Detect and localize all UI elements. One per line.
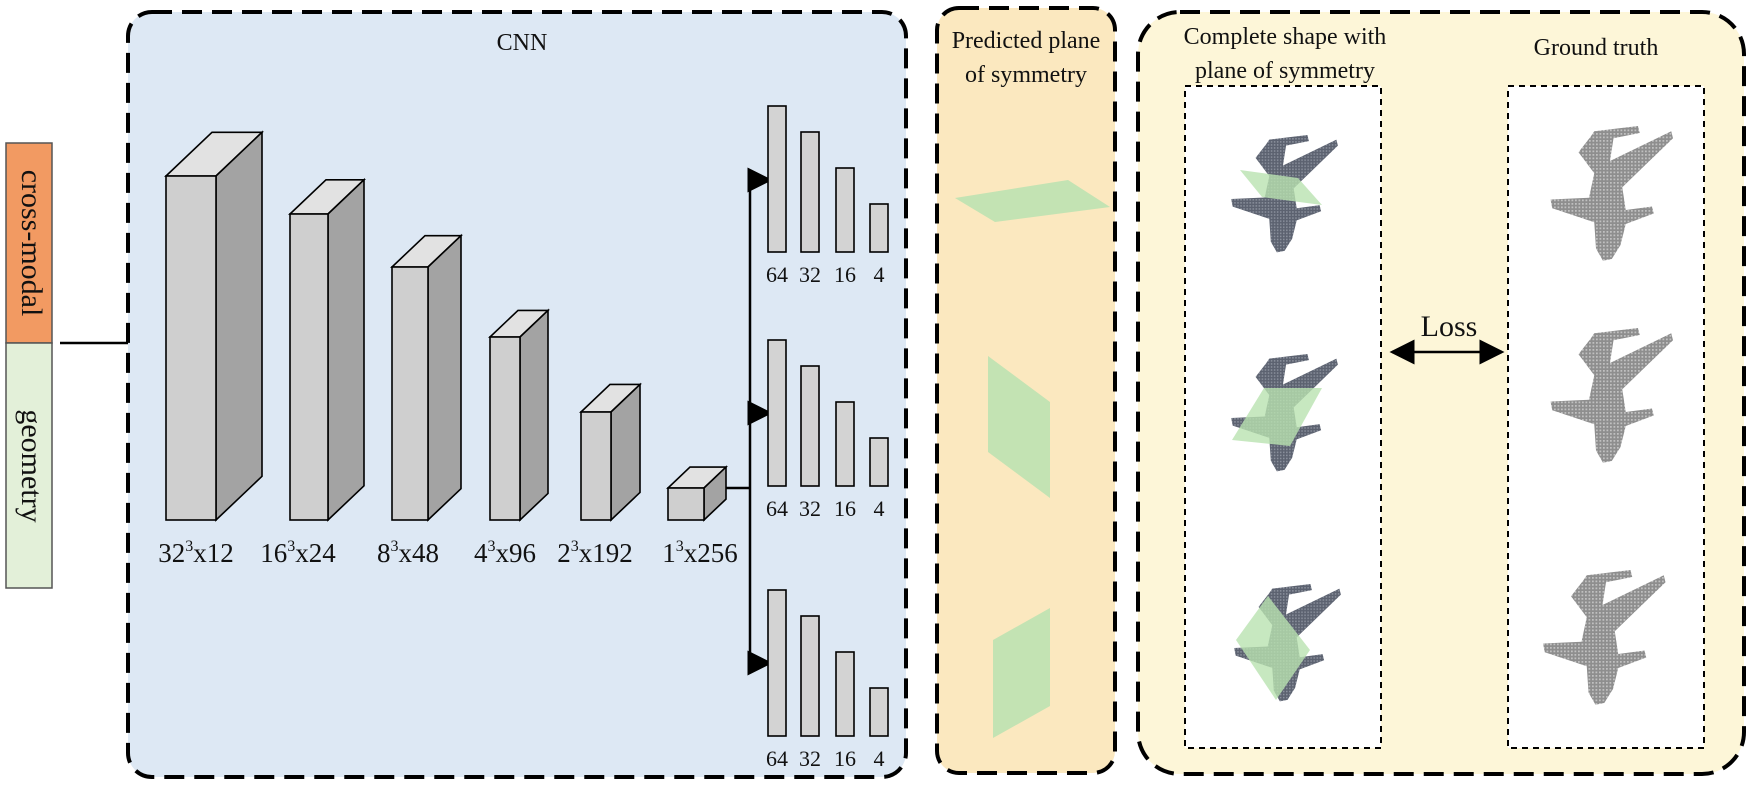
fc-bar	[800, 365, 820, 487]
fc-bar-label: 4	[874, 262, 885, 287]
cnn-title: CNN	[497, 30, 548, 56]
fc-bar-label: 32	[799, 262, 821, 287]
complete-title-line1: Complete shape with	[1184, 24, 1387, 50]
symmetry-plane-2	[1232, 388, 1322, 446]
cnn-layer-labels: 323x12 163x24 83x48 43x96 23x192 13x256	[158, 538, 738, 568]
fc-bar	[767, 105, 787, 253]
symmetry-plane-3	[1236, 596, 1310, 700]
cnn-layer-label-6: 13x256	[662, 538, 738, 568]
cnn-layer-block-2	[287, 177, 367, 522]
fc-bar-label: 16	[834, 262, 856, 287]
fc-bar	[800, 131, 820, 253]
cnn-layer-label-1: 323x12	[158, 538, 234, 568]
fc-bar-label: 16	[834, 496, 856, 521]
complete-shape-1	[1231, 135, 1338, 253]
fc-branch-1: 64 32 16 4	[766, 105, 889, 287]
fc-bar-label: 64	[766, 262, 788, 287]
cnn-layer-block-6	[665, 465, 729, 522]
fc-bar-label: 64	[766, 746, 788, 771]
fc-bar	[767, 589, 787, 737]
fc-bar	[835, 167, 855, 253]
fc-bar	[835, 401, 855, 487]
geometry-box	[5, 342, 53, 589]
predicted-title-line1: Predicted plane	[952, 28, 1101, 54]
cnn-layer-block-3	[389, 233, 464, 522]
fc-bar-label: 4	[874, 746, 885, 771]
predicted-plane-2	[988, 356, 1050, 498]
ground-truth-title: Ground truth	[1534, 35, 1659, 61]
symmetry-plane-1	[1240, 170, 1322, 205]
fc-bar-label: 32	[799, 746, 821, 771]
fc-bar-label: 64	[766, 496, 788, 521]
fc-bar-label: 16	[834, 746, 856, 771]
fc-bar	[869, 437, 889, 487]
fc-bar	[767, 339, 787, 487]
cnn-layer-label-5: 23x192	[557, 538, 633, 568]
loss-label: Loss	[1421, 310, 1478, 343]
fc-bar	[835, 651, 855, 737]
fc-branches: 64 32 16 4 64 32 16 4 64 32 16 4	[766, 105, 889, 771]
fc-bar-label: 32	[799, 496, 821, 521]
geometry-label: geometry	[15, 409, 48, 522]
input-boxes: cross-modal geometry	[5, 142, 53, 589]
fc-branch-3: 64 32 16 4	[766, 589, 889, 771]
fc-bar-label: 4	[874, 496, 885, 521]
complete-title-line2: plane of symmetry	[1195, 58, 1375, 84]
branch-connector	[726, 167, 773, 676]
complete-shape-3	[1234, 584, 1341, 702]
cnn-layer-block-4	[487, 308, 551, 522]
cross-modal-label: cross-modal	[15, 170, 48, 317]
fc-bar	[800, 615, 820, 737]
complete-shape-2	[1231, 354, 1338, 472]
predicted-title-line2: of symmetry	[965, 62, 1087, 88]
cnn-layer-block-5	[578, 382, 643, 522]
fc-bar	[869, 203, 889, 253]
fc-bar	[869, 687, 889, 737]
cnn-layer-label-2: 163x24	[260, 538, 336, 568]
cnn-layer-block-1	[163, 130, 265, 522]
cross-modal-box	[5, 142, 53, 344]
cnn-layer-label-4: 43x96	[474, 538, 536, 568]
cnn-layer-blocks	[163, 130, 729, 522]
cnn-layer-label-3: 83x48	[377, 538, 439, 568]
fc-branch-2: 64 32 16 4	[766, 339, 889, 521]
predicted-plane-3	[993, 608, 1050, 738]
predicted-plane-1	[955, 180, 1110, 222]
